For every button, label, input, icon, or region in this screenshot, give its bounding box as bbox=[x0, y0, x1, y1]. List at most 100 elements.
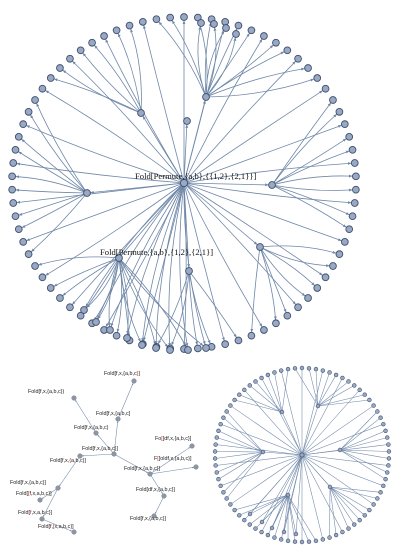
graph-node bbox=[31, 96, 39, 104]
graph-node bbox=[313, 74, 322, 82]
labeled-graph-node bbox=[161, 493, 167, 499]
mini-graph-node bbox=[367, 397, 372, 403]
graph-edge bbox=[30, 114, 88, 194]
graph-node bbox=[112, 331, 121, 340]
graph-edge bbox=[205, 27, 217, 98]
mini-graph-node bbox=[367, 507, 372, 513]
mini-graph-edge bbox=[239, 494, 289, 516]
mini-graph-node bbox=[212, 449, 218, 454]
graph-node bbox=[76, 46, 85, 55]
mini-graph-node bbox=[371, 502, 376, 507]
hub-node bbox=[202, 93, 210, 101]
graph-node bbox=[100, 32, 108, 40]
graph-node bbox=[138, 341, 146, 349]
mini-graph-edge bbox=[339, 449, 388, 473]
labeled-graph-edge bbox=[97, 434, 115, 455]
labeled-graph-node-label: Fold[f,x,{a,b,c}] bbox=[124, 466, 160, 472]
graph-edge bbox=[183, 182, 323, 276]
graph-edge bbox=[158, 21, 207, 98]
graph-node bbox=[11, 212, 20, 221]
mini-graph-node bbox=[346, 379, 351, 384]
labeled-graph-node-label: Fold[f,x,{a,b,c} bbox=[74, 425, 109, 431]
mini-graph-edge bbox=[261, 454, 303, 523]
mini-hub-node bbox=[279, 409, 285, 415]
mini-graph-node bbox=[333, 532, 339, 538]
graph-node bbox=[260, 326, 268, 334]
mini-graph-node bbox=[299, 539, 305, 545]
graph-edge bbox=[94, 45, 142, 114]
mini-graph-edge bbox=[329, 486, 370, 511]
mini-graph-edge bbox=[339, 449, 386, 480]
labeled-graph-node bbox=[111, 451, 117, 457]
graph-edge bbox=[118, 257, 204, 347]
graph-node bbox=[272, 38, 280, 47]
mini-graph-node bbox=[214, 435, 219, 440]
labeled-graph-edge bbox=[154, 495, 165, 515]
hub-node bbox=[115, 254, 123, 262]
graph-edge bbox=[171, 270, 190, 346]
graph-edge bbox=[183, 182, 225, 342]
mini-graph-edge bbox=[218, 451, 264, 480]
graph-edge bbox=[205, 67, 305, 98]
mini-graph-edge bbox=[280, 370, 303, 456]
mini-graph-edge bbox=[274, 494, 289, 538]
graph-node bbox=[321, 273, 330, 282]
mini-graph-edge bbox=[301, 423, 384, 456]
hub-node bbox=[185, 267, 193, 275]
mini-graph-edge bbox=[317, 394, 365, 407]
mini-graph-edge bbox=[249, 454, 303, 515]
mini-graph-node bbox=[237, 513, 242, 518]
mini-graph-edge bbox=[230, 405, 303, 456]
mini-graph-node bbox=[313, 366, 319, 372]
graph-edge bbox=[141, 182, 185, 342]
graph-node bbox=[138, 17, 147, 26]
graph-node bbox=[123, 334, 131, 342]
graph-node bbox=[294, 54, 302, 63]
graph-node bbox=[348, 145, 357, 154]
mini-graph-edge bbox=[271, 494, 289, 529]
mini-graph-edge bbox=[317, 381, 349, 407]
graph-edge bbox=[271, 113, 337, 186]
graph-edge bbox=[36, 102, 88, 194]
mini-graph-node bbox=[352, 522, 357, 527]
labeled-graph-edge bbox=[42, 487, 59, 518]
graph-node bbox=[304, 294, 312, 302]
mini-graph-edge bbox=[339, 437, 388, 451]
graph-edge bbox=[15, 175, 88, 194]
secondary-node-label: Fold[Permute,{a,b},{1,2},{2,1}] bbox=[100, 247, 213, 257]
mini-graph-node bbox=[383, 477, 388, 482]
graph-edge bbox=[205, 33, 250, 98]
labeled-graph-nodes bbox=[37, 378, 199, 535]
graph-edge bbox=[26, 125, 185, 184]
graph-node bbox=[283, 46, 292, 55]
labeled-graph-node bbox=[71, 395, 77, 401]
graph-node bbox=[106, 326, 114, 334]
mini-graph-edge bbox=[329, 486, 349, 529]
graph-node bbox=[152, 15, 161, 24]
graph-edge bbox=[183, 162, 352, 184]
labeled-graph-edge bbox=[149, 466, 194, 475]
labeled-fold-graph: Fold[f,x,{a,b,c}]Fold[f,x,{a,b,c})Fold[f… bbox=[10, 371, 199, 535]
graph-edge bbox=[143, 182, 185, 342]
mini-graph-edge bbox=[226, 451, 264, 499]
graph-edge bbox=[118, 257, 141, 343]
hub-node bbox=[83, 189, 91, 197]
mini-graph-node bbox=[214, 470, 219, 475]
labeled-graph-node-label: Fold[f,x,{a,b,c] bbox=[96, 411, 131, 417]
labeled-graph-node bbox=[151, 513, 157, 519]
mini-hub-node bbox=[327, 484, 333, 490]
graph-node bbox=[66, 54, 74, 63]
graph-node bbox=[56, 294, 64, 302]
mini-graph-node bbox=[357, 517, 362, 523]
mini-graph-edge bbox=[223, 451, 264, 493]
mini-graph-node bbox=[213, 463, 218, 468]
graph-edge bbox=[16, 182, 185, 204]
graph-edge bbox=[82, 52, 142, 114]
main-graph-edges bbox=[15, 20, 353, 348]
mini-graph-node bbox=[216, 428, 221, 433]
graph-node bbox=[14, 132, 23, 141]
mini-graph-edge bbox=[230, 454, 303, 505]
mini-graph-edge bbox=[339, 417, 381, 451]
graph-node bbox=[152, 344, 160, 352]
